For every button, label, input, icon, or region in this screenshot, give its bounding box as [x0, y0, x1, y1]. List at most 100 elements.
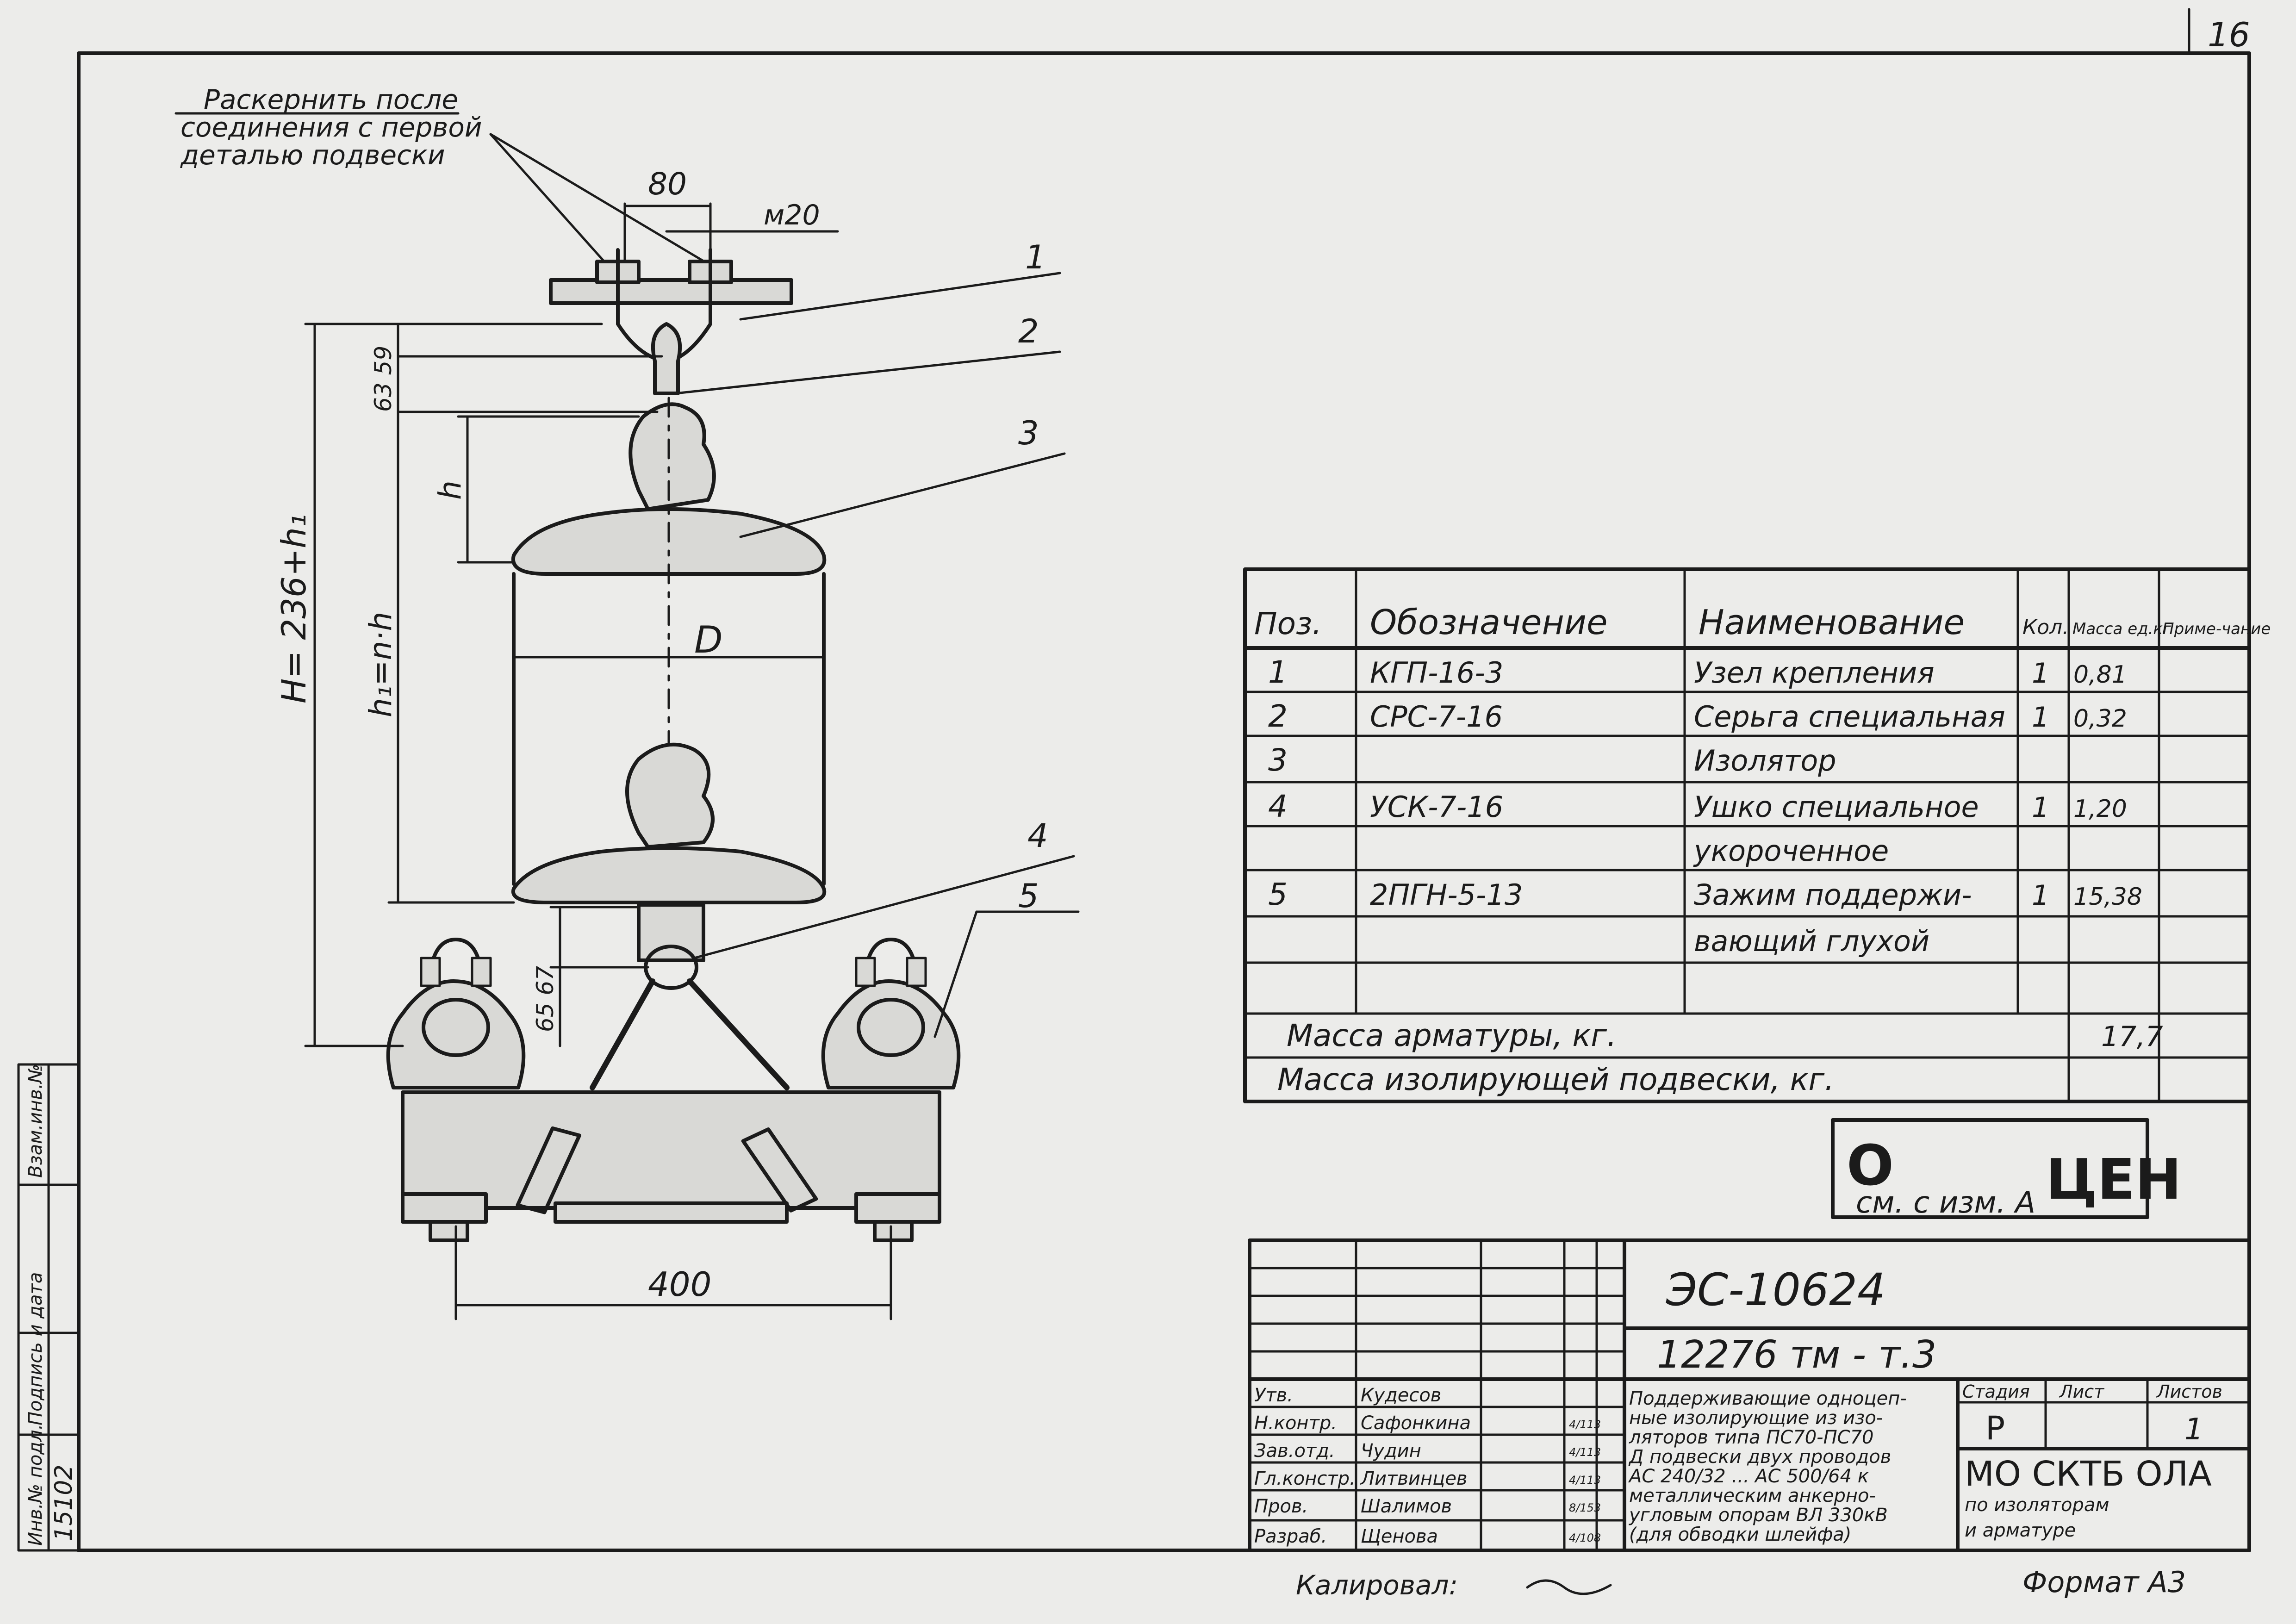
- role-title: Гл.констр.: [1254, 1468, 1356, 1489]
- clamp-right: [821, 938, 961, 1089]
- role-date: 4/108: [1569, 1531, 1601, 1544]
- spec-cell: 1: [2032, 791, 2049, 824]
- calibrator-signature: [1526, 1579, 1612, 1595]
- note-leader-2: [489, 133, 709, 265]
- spec-cell: 1,20: [2073, 795, 2127, 823]
- description-line: (для обводки шлейфа): [1629, 1524, 1851, 1545]
- role-date: 4/113: [1569, 1474, 1601, 1487]
- description-line: ляторов типа ПС70-ПС70: [1629, 1427, 1873, 1448]
- callout-1: 1: [1025, 238, 1046, 276]
- spec-header-name: Наименование: [1699, 603, 1965, 642]
- yoke-beam: [401, 1090, 941, 1210]
- side-label-inv: Инв.№ подл.: [25, 1424, 46, 1546]
- stamp-letter: О: [1847, 1134, 1894, 1198]
- role-person: Литвинцев: [1360, 1468, 1468, 1489]
- spec-cell: КГП-16-3: [1370, 656, 1503, 690]
- stamp-change-note: см. с изм. А: [1856, 1186, 2035, 1220]
- org-sub-2: и арматуре: [1965, 1520, 2076, 1541]
- role-person: Кудесов: [1361, 1385, 1441, 1406]
- side-inv-number: 15102: [50, 1465, 78, 1541]
- calibrated-label: Калировал:: [1296, 1569, 1458, 1601]
- note-line-2: соединения с первой: [180, 112, 482, 143]
- title-block-description: Поддерживающие одноцеп-ные изолирующие и…: [1628, 1388, 1907, 1545]
- spec-cell: 1: [1268, 654, 1288, 690]
- description-line: Д подвески двух проводов: [1628, 1446, 1891, 1468]
- spec-cell: 2: [1268, 698, 1288, 734]
- description-line: ные изолирующие из изо-: [1629, 1407, 1883, 1429]
- role-person: Чудин: [1361, 1440, 1421, 1462]
- dim-80-label: 80: [648, 166, 687, 202]
- spec-header-pos: Поз.: [1254, 606, 1322, 641]
- note-line-3: деталью подвески: [180, 139, 445, 171]
- org-name: МО СКТБ ОЛА: [1965, 1454, 2212, 1494]
- revision-stamp: О ЦЕН см. с изм. А: [1831, 1118, 2182, 1220]
- sheets-value: 1: [2184, 1412, 2203, 1447]
- dim-m20-label: м20: [764, 199, 820, 231]
- mass-fittings-label: Масса арматуры, кг.: [1287, 1018, 1617, 1053]
- role-person: Шалимов: [1361, 1496, 1452, 1517]
- spec-cell: Зажим поддержи-: [1694, 878, 1972, 912]
- spec-cell: вающий глухой: [1694, 924, 1929, 958]
- spec-cell: 5: [1268, 877, 1288, 912]
- spec-header-mass: Масса ед.кг: [2072, 620, 2172, 638]
- nut-right: [873, 1220, 914, 1242]
- spec-cell: 1: [2032, 701, 2049, 734]
- org-sub-1: по изоляторам: [1965, 1494, 2109, 1516]
- format-label: Формат А3: [2022, 1565, 2186, 1599]
- callout-4: 4: [1027, 817, 1048, 855]
- spec-cell: 4: [1268, 789, 1288, 824]
- insulator-disc-bottom: [511, 846, 827, 904]
- spec-cell: 0,32: [2073, 705, 2127, 733]
- stage-value: Р: [1985, 1409, 2005, 1447]
- stamp-text: ЦЕН: [2046, 1148, 2182, 1212]
- note-line-1: Раскернить после: [204, 84, 458, 115]
- nut-left: [429, 1220, 469, 1242]
- specification-table: Поз. Обозначение Наименование Кол. Масса…: [1243, 567, 2271, 1103]
- callout-2: 2: [1018, 312, 1039, 350]
- spec-cell: 1: [2032, 657, 2049, 690]
- spec-header-qty: Кол.: [2022, 616, 2069, 639]
- role-date: 8/153: [1569, 1501, 1601, 1514]
- sheets-label: Листов: [2156, 1381, 2222, 1402]
- role-date: 4/113: [1569, 1446, 1601, 1459]
- document-number: 12276 тм - т.3: [1657, 1333, 1936, 1377]
- role-date: 4/113: [1569, 1418, 1601, 1431]
- special-shackle: [651, 322, 682, 395]
- side-label-sign: Подпись и дата: [25, 1272, 46, 1425]
- dim-400-label: 400: [648, 1265, 711, 1304]
- role-title: Утв.: [1254, 1385, 1293, 1406]
- spec-cell: Ушко специальное: [1694, 790, 1979, 824]
- role-person: Щенова: [1361, 1526, 1438, 1547]
- spec-header-designation: Обозначение: [1370, 603, 1607, 642]
- spec-cell: 1: [2032, 879, 2049, 912]
- spec-cell: 15,38: [2073, 883, 2142, 911]
- spec-cell: 2ПГН-5-13: [1370, 878, 1523, 912]
- dim-63-59-label: 63 59: [370, 346, 397, 412]
- sheet-label: Лист: [2059, 1381, 2105, 1402]
- dim-h1-label: h₁=n·h: [363, 612, 398, 717]
- callout-leader-5: [933, 910, 978, 1038]
- document-code: ЭС-10624: [1666, 1264, 1885, 1316]
- callout-3: 3: [1018, 414, 1039, 452]
- note-leader-1: [489, 133, 608, 265]
- spec-cell: СРС-7-16: [1370, 700, 1503, 734]
- role-title: Пров.: [1254, 1496, 1308, 1517]
- clamp-left: [386, 938, 526, 1089]
- dim-65-67-label: 65 67: [532, 966, 559, 1032]
- insulator-assembly-drawing: Раскернить после соединения с первой дет…: [174, 84, 1080, 1320]
- role-title: Разраб.: [1254, 1526, 1327, 1547]
- dim-h-label: h: [432, 480, 468, 500]
- callout-5: 5: [1018, 877, 1039, 915]
- spec-cell: Узел крепления: [1694, 656, 1935, 690]
- spec-cell: 3: [1268, 742, 1288, 778]
- callout-leader-4: [693, 855, 1075, 959]
- spec-cell: Серьга специальная: [1694, 700, 2005, 734]
- description-line: Поддерживающие одноцеп-: [1629, 1388, 1907, 1409]
- role-title: Н.контр.: [1254, 1412, 1337, 1434]
- description-line: угловым опорам ВЛ 330кВ: [1629, 1505, 1888, 1526]
